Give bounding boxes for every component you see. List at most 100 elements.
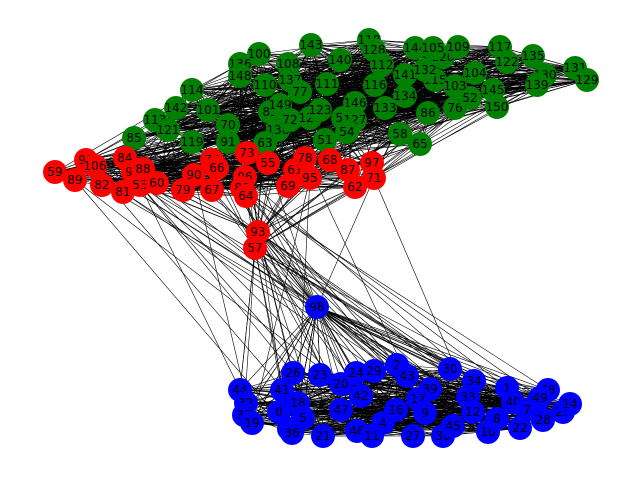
node-129: 129 — [575, 68, 599, 92]
edge — [354, 107, 386, 188]
node-4: 4 — [371, 411, 395, 435]
edge — [316, 306, 571, 405]
node-72: 72 — [278, 108, 302, 132]
node-65: 65 — [408, 132, 432, 156]
node-label: 59 — [47, 165, 62, 179]
edge — [254, 247, 451, 370]
edge — [132, 171, 318, 308]
node-label: 63 — [257, 136, 272, 150]
node-label: 9 — [421, 406, 429, 420]
node-132: 132 — [413, 58, 437, 82]
node-label: 42 — [353, 389, 368, 403]
node-circle — [288, 80, 312, 104]
node-circle — [311, 424, 335, 448]
node-label: 150 — [486, 100, 509, 114]
node-circle — [525, 73, 549, 97]
node-label: 103 — [444, 79, 467, 93]
node-label: 65 — [412, 137, 427, 151]
node-label: 71 — [366, 171, 381, 185]
node-104: 104 — [463, 61, 487, 85]
node-circle — [528, 386, 552, 410]
node-circle — [441, 414, 465, 438]
node-circle — [362, 359, 386, 383]
edge — [257, 231, 398, 366]
node-label: 82 — [94, 178, 109, 192]
node-circle — [243, 236, 267, 260]
node-111: 111 — [315, 72, 339, 96]
node-58: 58 — [388, 122, 412, 146]
node-144: 144 — [403, 36, 427, 60]
node-circle — [305, 295, 329, 319]
node-30: 30 — [438, 357, 462, 381]
node-circle — [240, 411, 264, 435]
node-22: 22 — [508, 416, 532, 440]
node-circle — [373, 96, 397, 120]
node-29: 29 — [362, 359, 386, 383]
node-circle — [531, 408, 555, 432]
node-label: 143 — [300, 38, 323, 52]
node-82: 82 — [90, 173, 114, 197]
node-112: 112 — [370, 53, 394, 77]
node-circle — [485, 407, 509, 431]
node-label: 76 — [447, 101, 462, 115]
node-106: 106 — [83, 154, 107, 178]
node-label: 14 — [562, 397, 577, 411]
node-label: 58 — [392, 127, 407, 141]
node-148: 148 — [228, 64, 252, 88]
edge — [132, 171, 342, 385]
node-label: 54 — [339, 125, 354, 139]
node-69: 69 — [276, 174, 300, 198]
node-label: 72 — [282, 113, 297, 127]
node-circle — [393, 63, 417, 87]
node-label: 36 — [284, 426, 299, 440]
node-label: 29 — [366, 364, 381, 378]
node-label: 95 — [302, 171, 317, 185]
node-86: 86 — [416, 101, 440, 125]
node-circle — [280, 421, 304, 445]
node-label: 110 — [254, 78, 277, 92]
node-139: 139 — [525, 73, 549, 97]
node-label: 60 — [149, 176, 164, 190]
edge — [254, 247, 475, 382]
node-150: 150 — [485, 95, 509, 119]
edge — [245, 186, 356, 197]
node-circle — [298, 166, 322, 190]
node-circle — [122, 126, 146, 150]
node-circle — [508, 416, 532, 440]
edge — [241, 187, 398, 366]
node-14: 14 — [558, 392, 582, 416]
node-label: 140 — [329, 53, 352, 67]
edge — [191, 89, 321, 111]
node-circle — [281, 361, 305, 385]
node-circle — [370, 53, 394, 77]
node-label: 145 — [482, 83, 505, 97]
node-circle — [278, 108, 302, 132]
node-89: 89 — [63, 168, 87, 192]
edge — [85, 119, 156, 161]
node-label: 64 — [238, 189, 253, 203]
node-28: 28 — [531, 408, 555, 432]
node-circle — [335, 120, 359, 144]
node-label: 133 — [374, 101, 397, 115]
node-label: 106 — [84, 159, 107, 173]
edge — [182, 189, 259, 233]
node-64: 64 — [234, 184, 258, 208]
node-label: 16 — [388, 403, 403, 417]
edge — [239, 247, 256, 391]
node-label: 104 — [464, 66, 487, 80]
node-label: 78 — [297, 151, 312, 165]
node-circle — [318, 148, 342, 172]
edge — [257, 231, 451, 370]
node-label: 93 — [250, 225, 265, 239]
edge — [245, 195, 318, 308]
node-label: 109 — [447, 40, 470, 54]
node-60: 60 — [145, 171, 169, 195]
node-label: 5 — [299, 411, 307, 425]
node-67: 67 — [200, 178, 224, 202]
node-label: 98 — [309, 300, 324, 314]
node-circle — [395, 364, 419, 388]
edge — [156, 84, 266, 184]
node-circle — [575, 68, 599, 92]
node-label: 7 — [523, 403, 531, 417]
